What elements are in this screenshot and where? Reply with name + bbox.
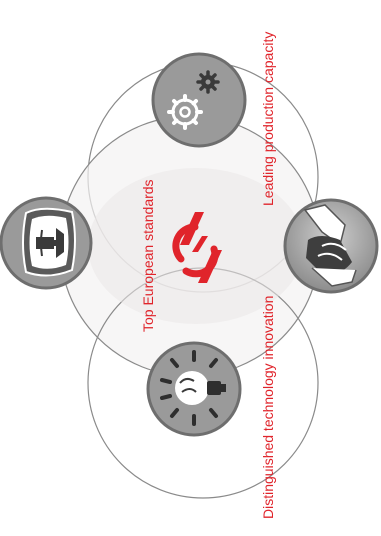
label-innovation: Distinguished technology innovation [260,295,276,519]
gear-icon [167,70,220,130]
handshake-icon [303,204,357,287]
gear-badge [151,52,247,148]
label-top-standards: Top European standards [140,179,156,332]
trophy-shield-icon [22,207,76,277]
brand-logo [172,212,222,283]
handshake-badge [283,198,379,294]
trophy-badge [0,196,93,290]
label-production: Leading production capacity [260,31,276,206]
lightbulb-icon [160,350,226,426]
lightbulb-badge [146,341,242,437]
